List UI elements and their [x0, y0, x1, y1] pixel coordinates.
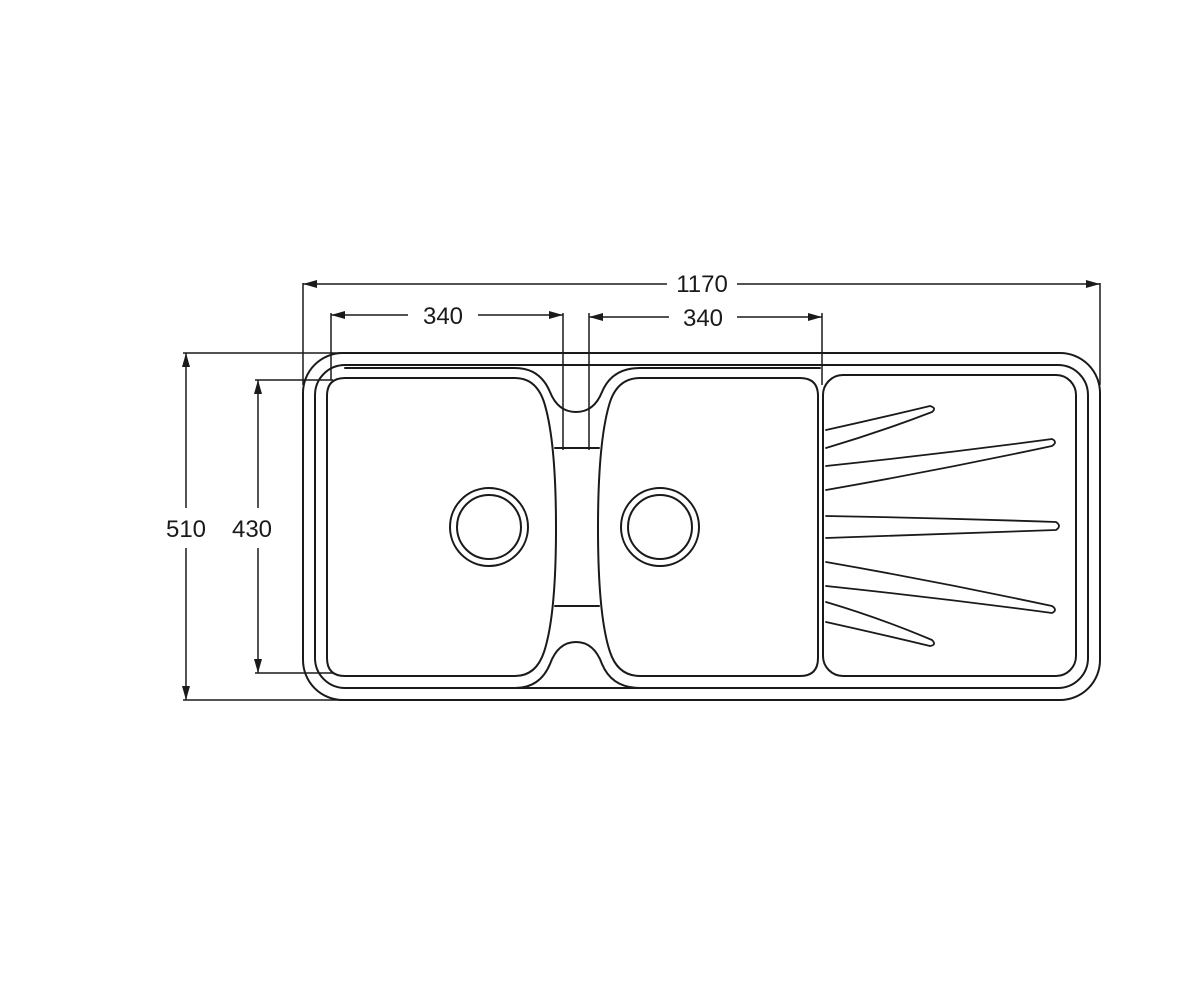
- bowls: [326, 367, 821, 689]
- dimension-left-bowl-width: 340: [330, 303, 564, 450]
- left-bowl-rim: [344, 367, 821, 689]
- dimension-label-left-bowl-width: 340: [423, 303, 463, 330]
- arrow-head: [182, 353, 190, 367]
- arrow-head: [303, 280, 317, 288]
- left-bowl-basin: [326, 377, 557, 677]
- dimension-label-overall-depth: 510: [166, 516, 206, 543]
- arrow-head: [589, 313, 603, 321]
- arrow-head: [331, 311, 345, 319]
- dimension-bowl-depth: 430: [232, 379, 333, 674]
- drainer-groove: [825, 601, 935, 647]
- drainer-groove: [825, 438, 1056, 491]
- dimension-right-bowl-width: 340: [588, 305, 823, 450]
- arrow-head: [1086, 280, 1100, 288]
- arrow-head: [808, 313, 822, 321]
- arrow-head: [549, 311, 563, 319]
- dimension-overall-depth: 510: [166, 352, 345, 701]
- drainer-groove: [825, 515, 1060, 539]
- drainer-groove: [825, 561, 1056, 614]
- arrow-head: [254, 659, 262, 673]
- dimension-label-bowl-depth: 430: [232, 516, 272, 543]
- dimension-overall-width: 1170: [302, 271, 1101, 385]
- drainer-recess: [822, 374, 1077, 677]
- dimension-label-right-bowl-width: 340: [683, 305, 723, 332]
- sink-outline: [302, 352, 1101, 701]
- arrow-head: [182, 686, 190, 700]
- drainer-groove: [825, 405, 935, 449]
- sink-rim-edge: [314, 364, 1089, 689]
- arrow-head: [254, 380, 262, 394]
- left-drain-icon: [449, 487, 529, 567]
- sink-outer-edge: [302, 352, 1101, 701]
- dimension-label-overall-width: 1170: [676, 271, 728, 298]
- drainer-grooves: [825, 405, 1060, 647]
- right-drain-icon: [620, 487, 700, 567]
- right-bowl-basin: [597, 377, 819, 677]
